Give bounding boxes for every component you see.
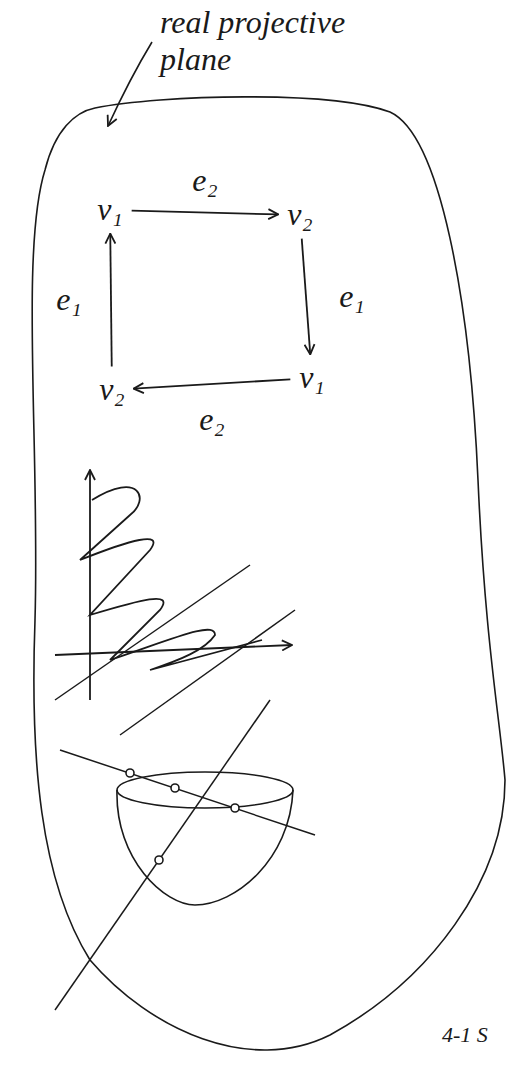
- bowl-surface: [117, 790, 293, 905]
- vertex-node: v₁: [92, 190, 127, 229]
- edge-label: e₂: [196, 402, 227, 437]
- title-note: real projective plane: [160, 4, 390, 78]
- vertex-node: v₂: [94, 370, 129, 409]
- y-axis: [89, 470, 91, 700]
- point-dot: [231, 804, 239, 812]
- vertex-label: v₁: [97, 192, 122, 227]
- point-dot: [126, 769, 134, 777]
- edge-arrow: [302, 239, 311, 355]
- edge-arrow: [134, 379, 291, 388]
- secant-line: [55, 700, 270, 1010]
- diagonal-line: [55, 565, 250, 700]
- page-note: 4-1 S: [442, 1022, 488, 1047]
- edge-label: e₂: [189, 163, 220, 198]
- secant-line: [60, 750, 315, 835]
- point-dot: [171, 784, 179, 792]
- edge-label: e₁: [336, 279, 367, 314]
- edge-label: e₁: [53, 282, 84, 317]
- vertex-label: v₁: [299, 360, 324, 395]
- vertex-node: v₂: [282, 195, 317, 234]
- edge-arrow: [132, 211, 279, 215]
- vertex-label: v₂: [99, 372, 124, 407]
- zigzag-curve: [80, 487, 262, 670]
- point-dot: [155, 856, 163, 864]
- pointer-arrow: [108, 42, 152, 126]
- region-outline: [32, 97, 505, 1050]
- vertex-node: v₁: [294, 358, 329, 397]
- x-axis: [55, 645, 292, 655]
- vertex-label: v₂: [287, 197, 312, 232]
- edge-arrow: [110, 234, 111, 367]
- diagonal-line: [120, 610, 295, 735]
